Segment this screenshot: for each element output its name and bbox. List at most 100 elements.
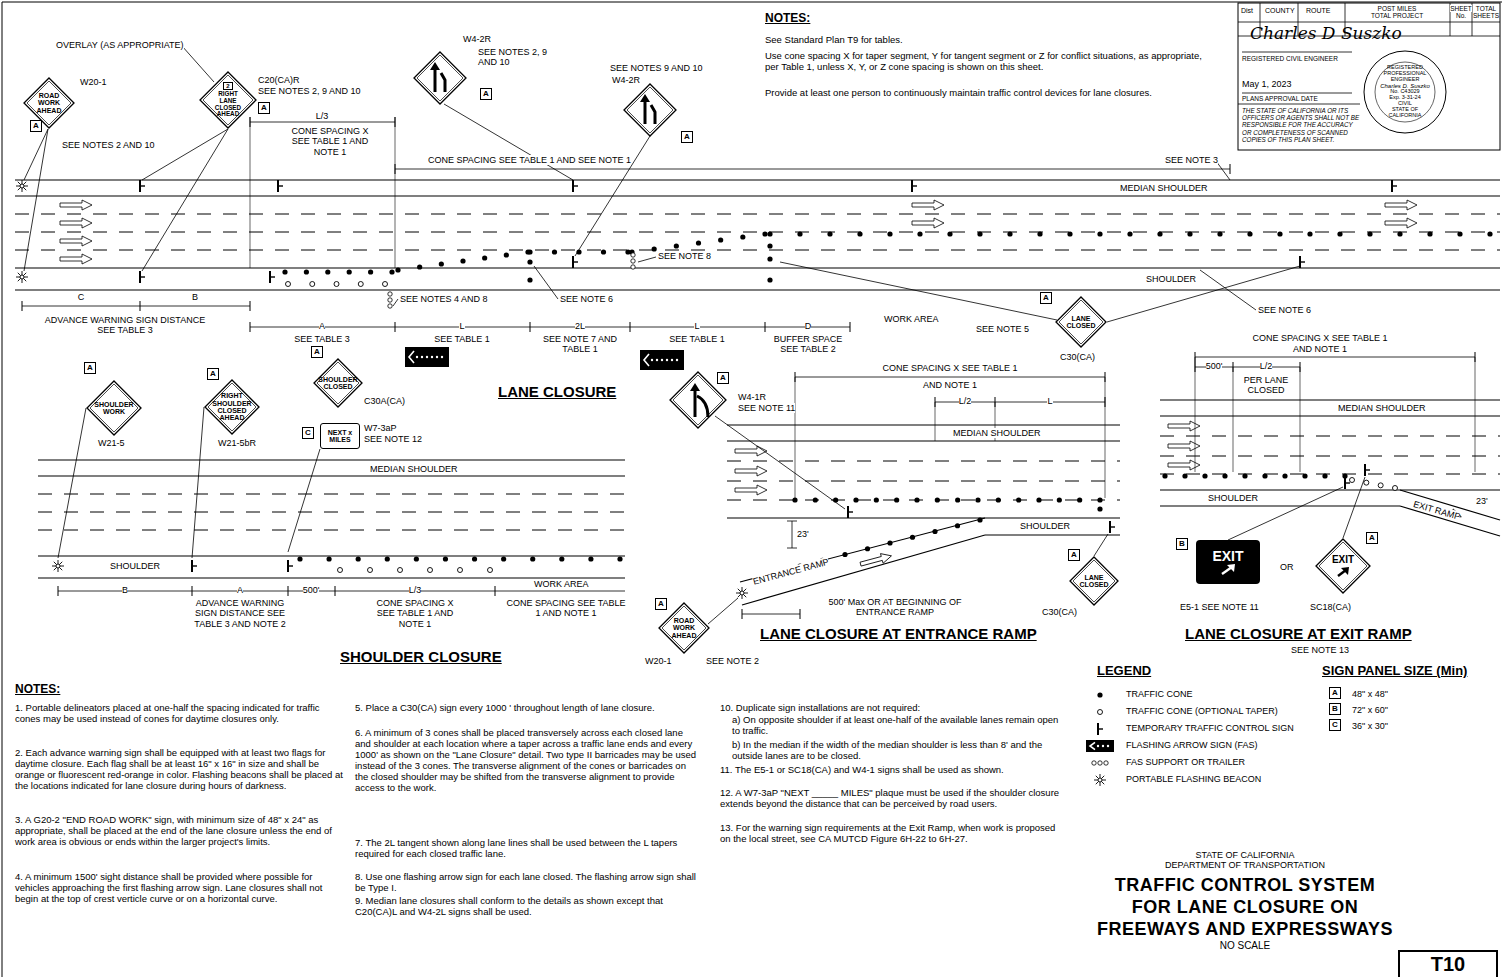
traffic-cone: [527, 249, 532, 254]
label-box: C30(CA): [1060, 352, 1095, 362]
label-box: CONE SPACING X SEE TABLE 1 AND NOTE 1: [370, 598, 460, 629]
sign-text-area: A: [311, 348, 323, 356]
dimension-tick: [140, 301, 141, 311]
road-edge: [38, 459, 625, 460]
sign-text: A: [1332, 689, 1338, 697]
traffic-cone: [767, 277, 772, 282]
road-edge: [1160, 489, 1500, 490]
label-text: SEE NOTES 2, 9 AND 10: [258, 86, 361, 96]
leader-line: [638, 257, 656, 262]
sign-text: A: [210, 370, 216, 378]
label-text: L/2: [1260, 361, 1273, 371]
sign-text-area: EXIT: [1325, 555, 1362, 577]
traffic-cone: [1097, 506, 1102, 511]
sign-text-area: A: [258, 104, 270, 112]
label-text: ADVANCE WARNING SIGN DISTANCE SEE TABLE …: [45, 315, 205, 335]
flashing-arrow-sign: [1107, 745, 1109, 747]
label-box: SHOULDER: [1020, 521, 1070, 531]
sign-text-area: C: [302, 429, 314, 437]
label-text: REGISTERED CIVIL ENGINEER: [1242, 55, 1338, 62]
traffic-cone: [347, 269, 352, 274]
label-box: SEE NOTES 4 AND 8: [400, 294, 488, 304]
label-text: 1. Portable delineators placed at one-ha…: [15, 702, 320, 724]
flashing-beacon: [18, 182, 26, 190]
sign-text: ROAD WORK AHEAD: [32, 92, 66, 114]
label-text: b) In the median if the width of the med…: [732, 739, 1042, 761]
optional-cone: [1098, 710, 1103, 715]
label-text: See Standard Plan T9 for tables.: [765, 34, 903, 45]
dimension-line: [795, 377, 1105, 378]
sign-text: B: [1179, 540, 1185, 548]
traffic-cone: [417, 264, 422, 269]
label-box: ROUTE: [1306, 7, 1331, 15]
sign-text-area: B: [1176, 540, 1188, 548]
flashing-arrow-sign: [671, 359, 673, 361]
panel-size-letter: B: [1329, 703, 1341, 715]
flashing-beacon: [738, 589, 746, 597]
traffic-cone: [827, 231, 832, 236]
sign-text-area: B: [1329, 705, 1341, 713]
label-box: SEE NOTE 12: [364, 434, 422, 444]
label-text: SEE NOTE 3: [1165, 155, 1218, 165]
dimension-tick: [742, 609, 743, 619]
panel-size-letter: A: [30, 120, 42, 132]
label-box: C20(CA)R: [258, 75, 300, 85]
sign-text: C: [305, 429, 311, 437]
label-box: C: [78, 292, 85, 302]
traffic-cone: [1307, 231, 1312, 236]
optional-cone: [358, 282, 363, 287]
dimension-tick: [850, 322, 851, 332]
extension-line: [1105, 377, 1106, 498]
label-text: CONE SPACING X SEE TABLE 1: [1252, 333, 1387, 343]
label-text: CONE SPACING SEE TABLE 1 AND NOTE 1: [506, 598, 625, 618]
dimension-tick: [495, 586, 496, 596]
traffic-cone: [1202, 473, 1207, 478]
label-text: POST MILES TOTAL PROJECT: [1371, 5, 1423, 19]
label-box: MEDIAN SHOULDER: [370, 464, 458, 474]
flashing-beacon: [1096, 776, 1104, 784]
sign-post: [1392, 185, 1397, 186]
traffic-cone: [1277, 231, 1282, 236]
warning-sign: SHOULDER WORK: [86, 380, 142, 436]
sign-outline: [90, 384, 138, 432]
label-box: PER LANE CLOSED: [1236, 375, 1296, 396]
traffic-cone: [1007, 231, 1012, 236]
traffic-cone: [1322, 473, 1327, 478]
panel-size-letter: C: [302, 427, 314, 439]
traffic-cone: [674, 243, 679, 248]
label-box: A: [319, 321, 325, 331]
dimension-tick: [22, 301, 23, 311]
sign-symbol: [640, 94, 650, 102]
traffic-cone: [552, 249, 557, 254]
label-box: W20-1: [80, 77, 107, 87]
label-box: SHOULDER CLOSURE: [340, 648, 502, 665]
sign-text-area: C: [1329, 721, 1341, 729]
leader-line: [715, 416, 845, 509]
label-text: 23': [1476, 496, 1488, 506]
lane-line: [15, 250, 1500, 251]
sign-outline: [1073, 560, 1115, 602]
sign-symbol: [694, 390, 697, 417]
traffic-cone: [865, 546, 870, 551]
sign-text-area: T10: [1402, 954, 1494, 975]
traffic-cone: [947, 231, 952, 236]
dimension-tick: [787, 521, 797, 522]
exit-arrow: [1336, 566, 1350, 577]
warning-sign: LANE CLOSED: [1055, 296, 1107, 348]
traffic-cone: [1457, 231, 1462, 236]
traffic-cone: [767, 243, 772, 248]
label-box: CONE SPACING SEE TABLE 1 AND NOTE 1: [506, 598, 626, 619]
traffic-cone: [325, 269, 330, 274]
traffic-cone: [1037, 231, 1042, 236]
extension-line: [395, 117, 396, 268]
label-text: W4-1R: [738, 392, 766, 402]
panel-size-letter: A: [84, 362, 96, 374]
label-box: OR: [1280, 562, 1294, 572]
dimension-tick: [765, 322, 766, 332]
label-box: OVERLAY (AS APPROPRIATE): [56, 40, 184, 50]
label-box: SEE NOTE 5: [976, 324, 1029, 334]
flashing-arrow-sign: [661, 359, 663, 361]
dimension-line: [250, 122, 395, 123]
optional-cone: [488, 568, 493, 573]
traffic-cone: [718, 237, 723, 242]
